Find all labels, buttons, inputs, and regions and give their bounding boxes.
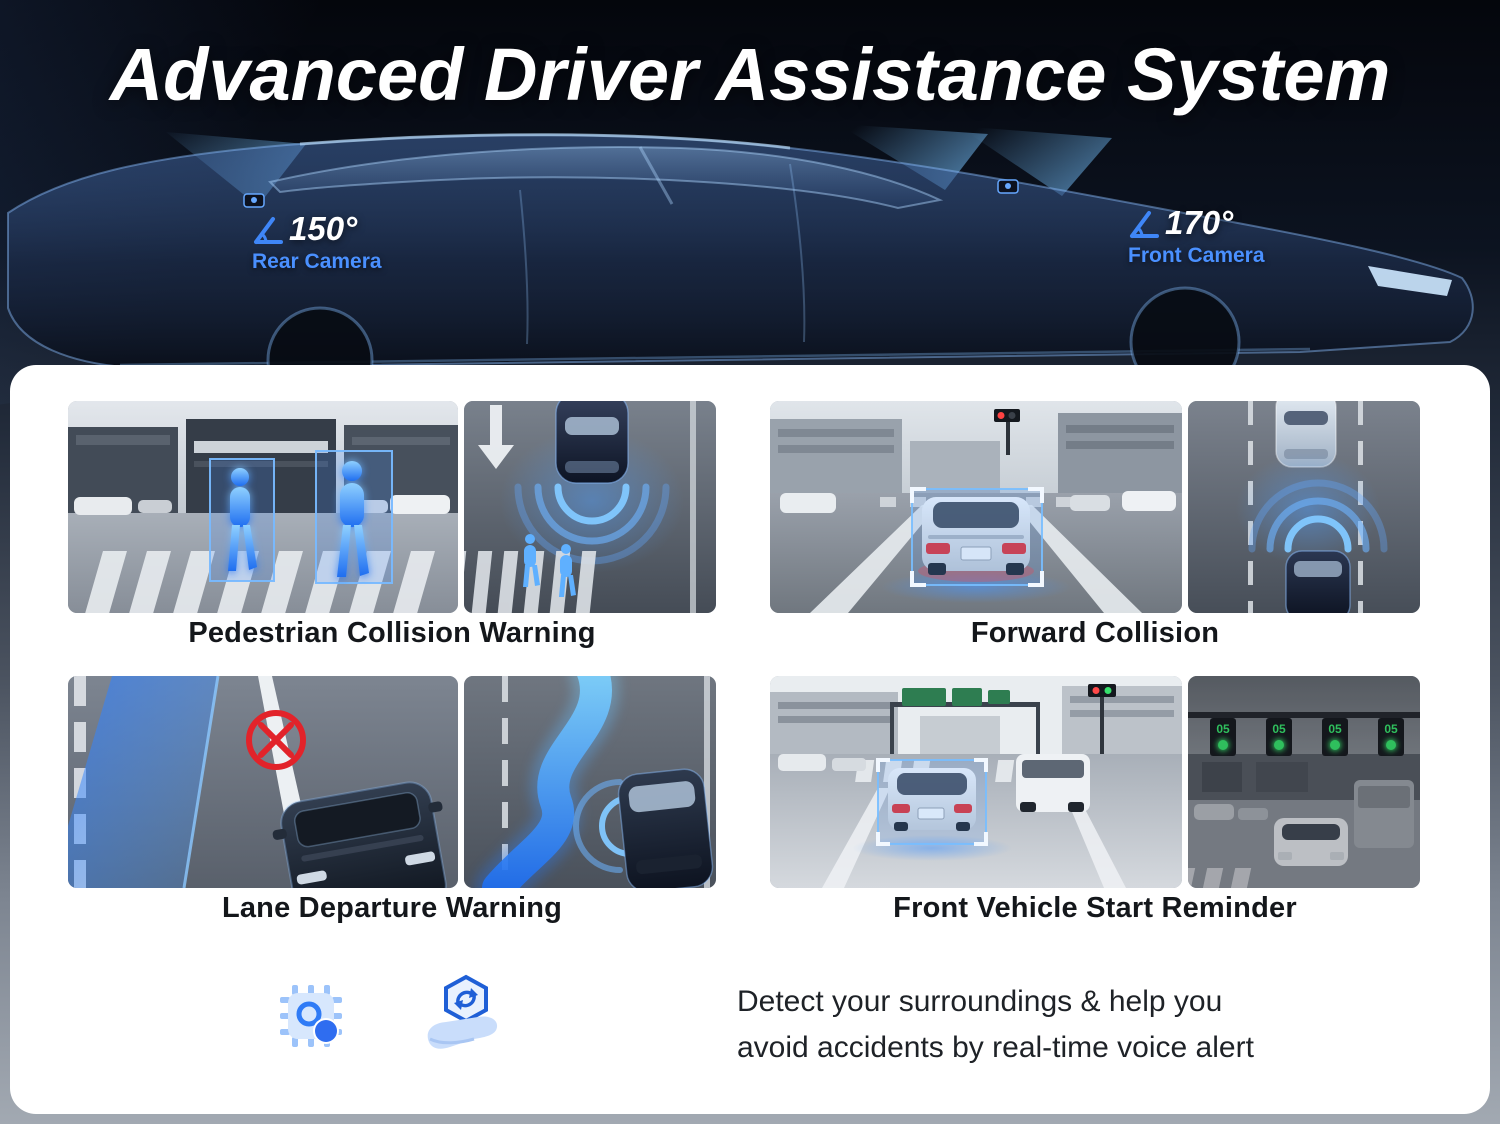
detection-glow <box>881 571 1071 603</box>
start-scene-panel <box>770 676 1182 888</box>
feature-tile-forward <box>770 401 1420 613</box>
pedestrian-figures <box>523 534 576 597</box>
side-cars <box>778 754 866 771</box>
van <box>1016 754 1090 812</box>
lane-band-edge <box>182 676 220 888</box>
traffic-light-icon <box>994 409 1020 455</box>
pedestrian-figures <box>227 460 370 579</box>
rear-camera-angle: 150° <box>289 210 358 247</box>
feature-caption-pedestrian: Pedestrian Collision Warning <box>188 617 596 649</box>
feature-tile-pedestrian <box>68 401 716 613</box>
lane-dashes <box>822 788 1126 888</box>
signal-countdown: 05 <box>1328 722 1342 736</box>
lane-lines <box>810 505 1142 613</box>
car-illustration <box>0 118 1500 414</box>
feature-tile-lane <box>68 676 716 888</box>
car-svg <box>7 124 1474 414</box>
detection-box-corners <box>910 487 1044 587</box>
signal-countdown: 05 <box>1272 722 1286 736</box>
vehicle-detection-box <box>877 759 987 845</box>
rear-camera-device-icon <box>243 193 265 208</box>
buildings <box>770 413 1182 493</box>
angle-icon <box>254 217 283 244</box>
chip-icon <box>278 983 344 1054</box>
angle-icon <box>1130 211 1159 238</box>
feature-caption-forward: Forward Collision <box>970 617 1220 649</box>
lane-scene-panel <box>68 676 458 888</box>
feature-tile-start: 05 05 05 <box>770 676 1420 888</box>
b-pillar <box>638 146 674 205</box>
crosswalk <box>1188 868 1252 888</box>
trajectory-band <box>482 676 612 888</box>
forward-topdown-panel <box>1188 401 1420 613</box>
turn-arrow <box>478 405 514 469</box>
ego-car <box>272 781 447 888</box>
side-cars <box>780 491 1176 513</box>
headlight <box>1368 266 1452 296</box>
forward-scene-panel <box>770 401 1182 613</box>
detection-glow <box>852 835 1012 861</box>
door-seam-1 <box>519 189 529 345</box>
feature-card: 05 05 05 <box>10 365 1490 1114</box>
footer-line-1: Detect your surroundings & help you <box>737 985 1223 1018</box>
vehicle-detection-box <box>911 488 1043 586</box>
lane-highlight-band <box>68 676 218 888</box>
radar-arcs <box>1248 479 1388 553</box>
footer-line-2: avoid accidents by real-time voice alert <box>737 1031 1254 1064</box>
lead-car <box>922 497 1030 575</box>
front-camera-label: Front Camera <box>1128 244 1265 267</box>
signal-scene-panel: 05 05 05 <box>1188 676 1420 888</box>
green-traffic-lights: 05 05 05 <box>1210 718 1404 756</box>
front-camera-callout: 170° Front Camera <box>1128 206 1265 268</box>
buildings <box>770 686 1182 754</box>
ego-car-topview <box>1285 550 1351 613</box>
distant-crosswalk <box>880 497 1072 507</box>
footer-description: Detect your surroundings & help you avoi… <box>737 979 1254 1071</box>
street-cars <box>1194 780 1414 866</box>
feature-caption-start: Front Vehicle Start Reminder <box>893 892 1297 924</box>
signal-countdown: 05 <box>1384 722 1398 736</box>
front-camera-device-icon <box>997 179 1019 194</box>
pedestrian-scene-panel <box>68 401 458 613</box>
lane-line <box>704 676 710 888</box>
door-seam-2 <box>789 163 806 343</box>
ego-car-topview <box>617 768 714 888</box>
ego-car-topview <box>555 401 629 484</box>
lane-topdown-panel <box>464 676 716 888</box>
detection-box-corners <box>876 758 988 846</box>
rear-camera-label: Rear Camera <box>252 250 382 273</box>
hand-hexagon-icon <box>420 973 512 1062</box>
radar-arcs <box>573 779 633 873</box>
lead-car-topview <box>1275 401 1337 468</box>
departure-alert-icon <box>246 710 306 770</box>
front-camera-beam-2 <box>958 126 1112 196</box>
sign-gantry <box>890 688 1040 754</box>
roof-highlight <box>299 133 791 150</box>
pedestrian-topdown-panel <box>464 401 716 613</box>
feature-caption-lane: Lane Departure Warning <box>221 892 563 924</box>
dim-overlay <box>1188 676 1420 888</box>
rear-camera-callout: 150° Rear Camera <box>252 212 382 274</box>
traffic-light-icon <box>1088 684 1116 754</box>
signal-countdown: 05 <box>1216 722 1230 736</box>
front-camera-angle: 170° <box>1165 204 1234 241</box>
car-body <box>7 133 1474 370</box>
front-car <box>888 768 976 831</box>
radar-glow <box>1236 453 1380 565</box>
signal-gantry <box>1188 712 1420 718</box>
car-windows <box>268 146 944 210</box>
page-title: Advanced Driver Assistance System <box>109 33 1391 116</box>
